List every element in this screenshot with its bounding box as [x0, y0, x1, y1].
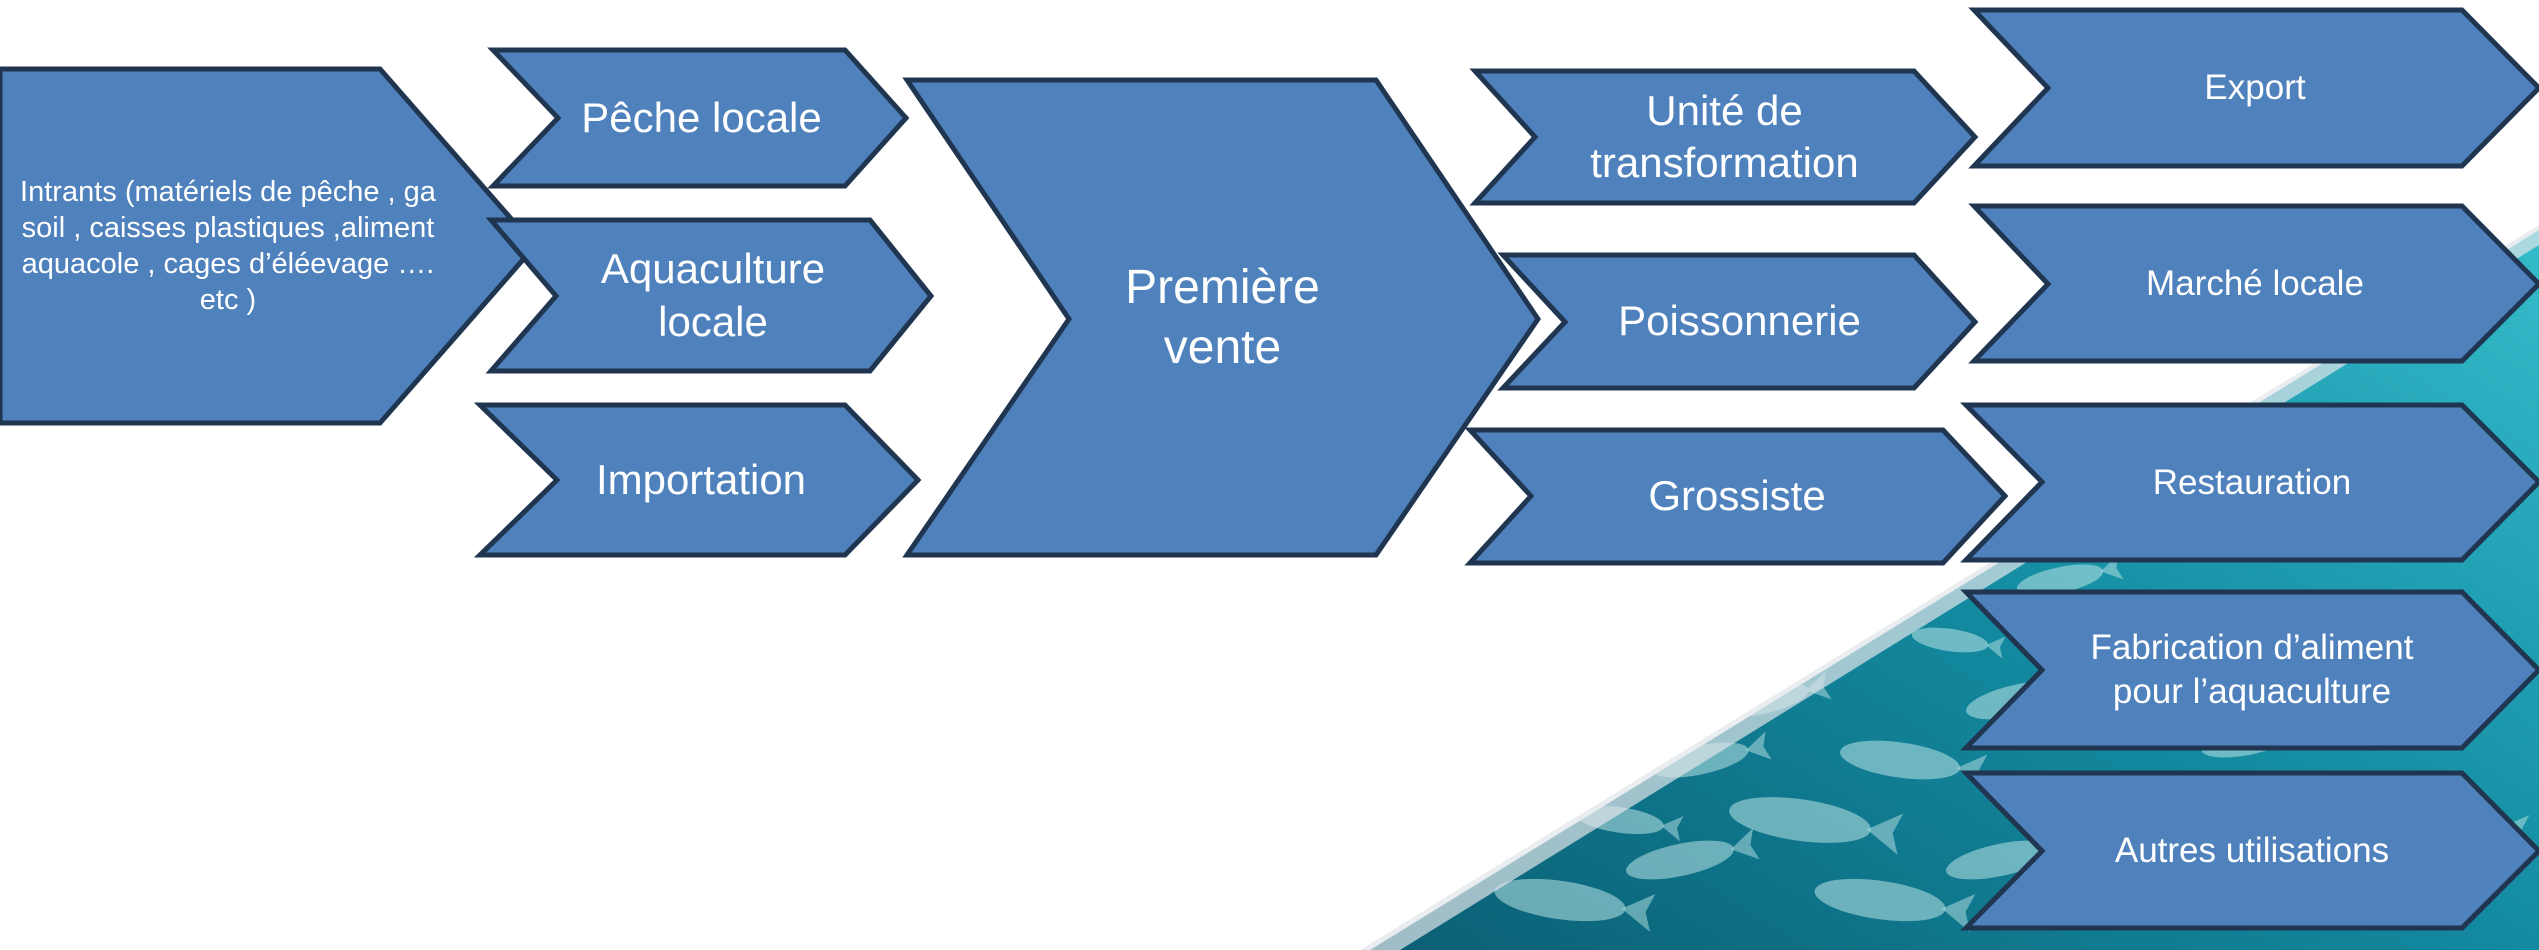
fish-shape	[2016, 554, 2124, 596]
restauration-shape	[1960, 402, 2539, 563]
intrants-shape	[0, 66, 539, 426]
unite-transformation-shape	[1469, 68, 1979, 206]
autres-utilisations-shape	[1960, 770, 2539, 931]
fabrication-aliment-shape	[1960, 589, 2539, 751]
fish-shape	[1729, 797, 1904, 855]
fish-shape	[1494, 878, 1656, 933]
fish-shape	[1626, 828, 1760, 880]
poissonnerie-shape	[1497, 252, 1979, 391]
export-shape	[1968, 7, 2539, 169]
premiere-vente-shape	[902, 77, 1542, 558]
fish-shape	[1814, 878, 1976, 933]
importation-shape	[473, 402, 922, 558]
marche-locale-shape	[1968, 203, 2539, 364]
grossiste-shape	[1464, 427, 2009, 566]
aquaculture-locale-shape	[485, 217, 935, 374]
peche-locale-shape	[487, 47, 910, 189]
fish-shape	[1911, 627, 2006, 659]
